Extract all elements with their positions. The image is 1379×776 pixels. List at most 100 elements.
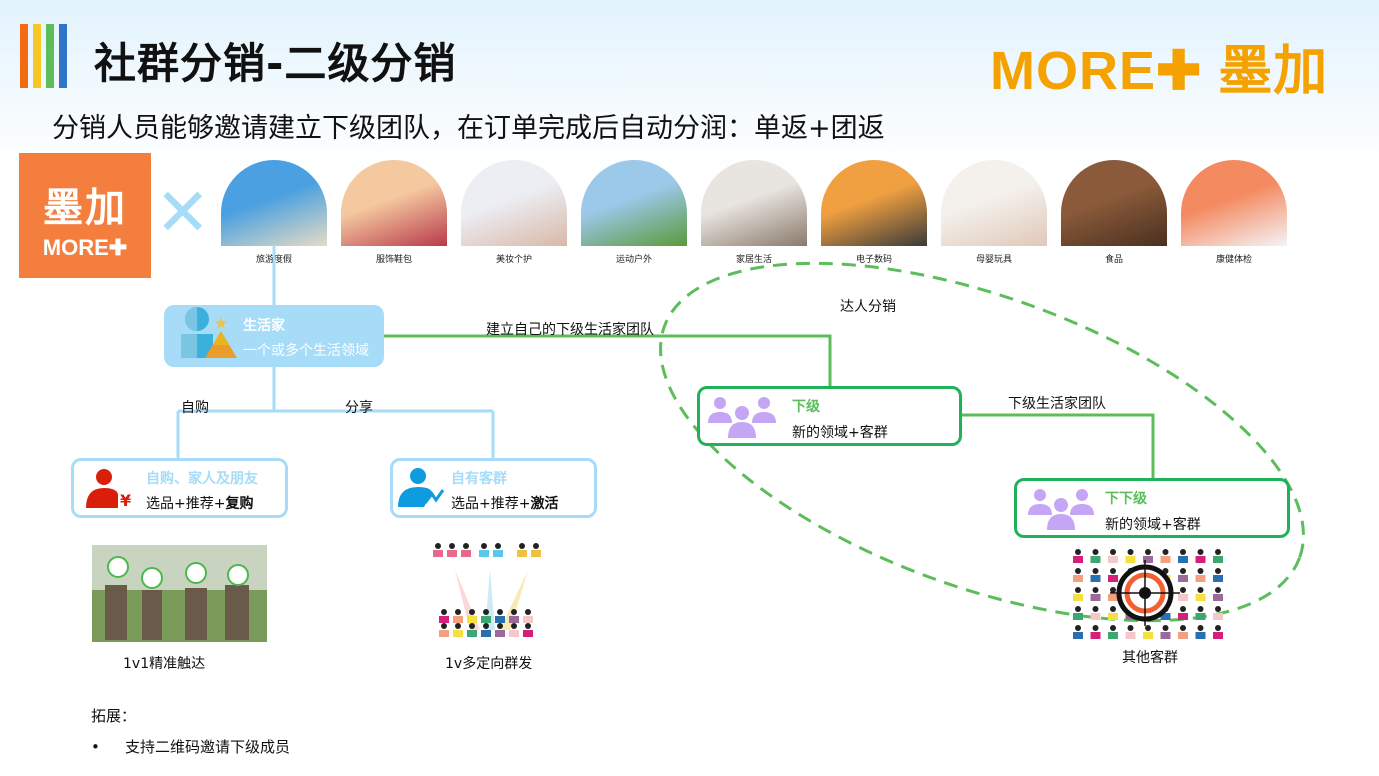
- person-icon: [439, 616, 449, 623]
- person-icon: [1215, 587, 1221, 593]
- category-label: 运动户外: [615, 255, 652, 265]
- person-icon: [509, 630, 519, 637]
- category-4[interactable]: 家居生活: [701, 160, 807, 265]
- person-icon: [1108, 594, 1118, 601]
- caption-one-to-one: 1v1精准触达: [123, 656, 206, 672]
- node-desc-emphasis: 复购: [225, 496, 254, 512]
- person-icon: [523, 630, 533, 637]
- extension-heading: 拓展：: [91, 707, 137, 725]
- person-icon: [1092, 587, 1099, 593]
- other-customers-crowd: [1073, 549, 1223, 639]
- person-icon: [1075, 568, 1081, 574]
- node-own-customers: 自有客群 选品+推荐+激活: [390, 458, 597, 518]
- person-icon: [1160, 556, 1171, 563]
- extension-item-text: 支持二维码邀请下级成员: [125, 738, 291, 756]
- person-icon: [481, 630, 491, 637]
- person-icon: [1145, 549, 1151, 555]
- node-self-family-friends: 自购、家人及朋友 选品+推荐+复购: [71, 458, 288, 518]
- person-icon: [1178, 556, 1188, 563]
- logo-en: MORE✚: [42, 235, 128, 260]
- person-icon: [531, 550, 541, 557]
- person-icon: [525, 623, 531, 629]
- category-7[interactable]: 食品: [1061, 160, 1167, 265]
- person-icon: [441, 609, 447, 615]
- node-title: 自有客群: [451, 471, 507, 487]
- expert-distribution-ellipse: [659, 261, 1305, 623]
- person-icon: [1125, 556, 1136, 563]
- person-icon: [483, 609, 489, 615]
- person-icon: [495, 630, 505, 637]
- person-icon: [1108, 556, 1118, 563]
- person-icon: [1110, 568, 1116, 574]
- category-image: [221, 160, 327, 246]
- person-icon: [441, 623, 447, 629]
- person-icon: [493, 550, 503, 557]
- person-icon: [1195, 556, 1206, 563]
- person-icon: [455, 609, 461, 615]
- caption-other-customers: 其他客群: [1122, 650, 1178, 666]
- person-icon: [1180, 587, 1186, 593]
- logo-cn: 墨加: [43, 185, 127, 231]
- category-image: [461, 160, 567, 246]
- person-icon: [1215, 606, 1221, 612]
- person-icon: [469, 623, 475, 629]
- person-icon: [455, 623, 461, 629]
- person-icon: [517, 550, 527, 557]
- node-desc: 新的领域+客群: [792, 425, 888, 441]
- person-icon: [1090, 594, 1101, 601]
- person-icon: [1090, 632, 1101, 639]
- person-icon: [1213, 556, 1223, 563]
- person-icon: [479, 550, 489, 557]
- person-icon: [1090, 575, 1101, 582]
- page-subtitle: 分销人员能够邀请建立下级团队，在订单完成后自动分润：单返+团返: [52, 113, 885, 144]
- person-icon: [1073, 632, 1083, 639]
- category-label: 食品: [1104, 255, 1123, 265]
- person-icon: [533, 543, 539, 549]
- person-icon: [1162, 625, 1169, 631]
- brand-logo: MORE✚ 墨加: [990, 41, 1329, 101]
- person-icon: [509, 616, 519, 623]
- category-1[interactable]: 服饰鞋包: [341, 160, 447, 265]
- person-icon: [1197, 587, 1204, 593]
- category-3[interactable]: 运动户外: [581, 160, 687, 265]
- person-icon: [495, 616, 505, 623]
- category-6[interactable]: 母婴玩具: [941, 160, 1047, 265]
- category-5[interactable]: 电子数码: [821, 160, 927, 265]
- person-icon: [497, 609, 503, 615]
- category-image: [821, 160, 927, 246]
- person-icon: [497, 623, 503, 629]
- person-icon: [1197, 625, 1204, 631]
- node-title: 生活家: [243, 318, 285, 334]
- person-icon: [463, 543, 469, 549]
- person-icon: [1090, 613, 1101, 620]
- person-icon: [1160, 632, 1171, 639]
- person-icon: [481, 616, 491, 623]
- person-icon: [453, 616, 463, 623]
- category-image: [1181, 160, 1287, 246]
- person-icon: [1178, 632, 1188, 639]
- category-2[interactable]: 美妆个护: [461, 160, 567, 265]
- node-desc: 一个或多个生活领域: [243, 343, 369, 359]
- person-icon: [1075, 549, 1081, 555]
- person-icon: [1092, 606, 1099, 612]
- person-icon: [1073, 613, 1083, 620]
- person-icon: [523, 616, 533, 623]
- person-icon: [1073, 556, 1083, 563]
- person-icon: [1213, 613, 1223, 620]
- person-icon: [1127, 549, 1134, 555]
- person-icon: [1110, 549, 1116, 555]
- title-color-bars: [20, 24, 74, 88]
- person-icon: [1180, 606, 1186, 612]
- person-icon: [1195, 594, 1206, 601]
- person-icon: [1178, 594, 1188, 601]
- label-expert-distribution: 达人分销: [840, 299, 896, 315]
- person-icon: [1215, 568, 1221, 574]
- person-icon: [1178, 613, 1188, 620]
- person-icon: [1125, 632, 1136, 639]
- person-icon: [1195, 575, 1206, 582]
- category-label: 康健体检: [1215, 255, 1252, 265]
- category-8[interactable]: 康健体检: [1181, 160, 1287, 265]
- connector-root-children: [176, 367, 495, 458]
- person-icon: [1075, 606, 1081, 612]
